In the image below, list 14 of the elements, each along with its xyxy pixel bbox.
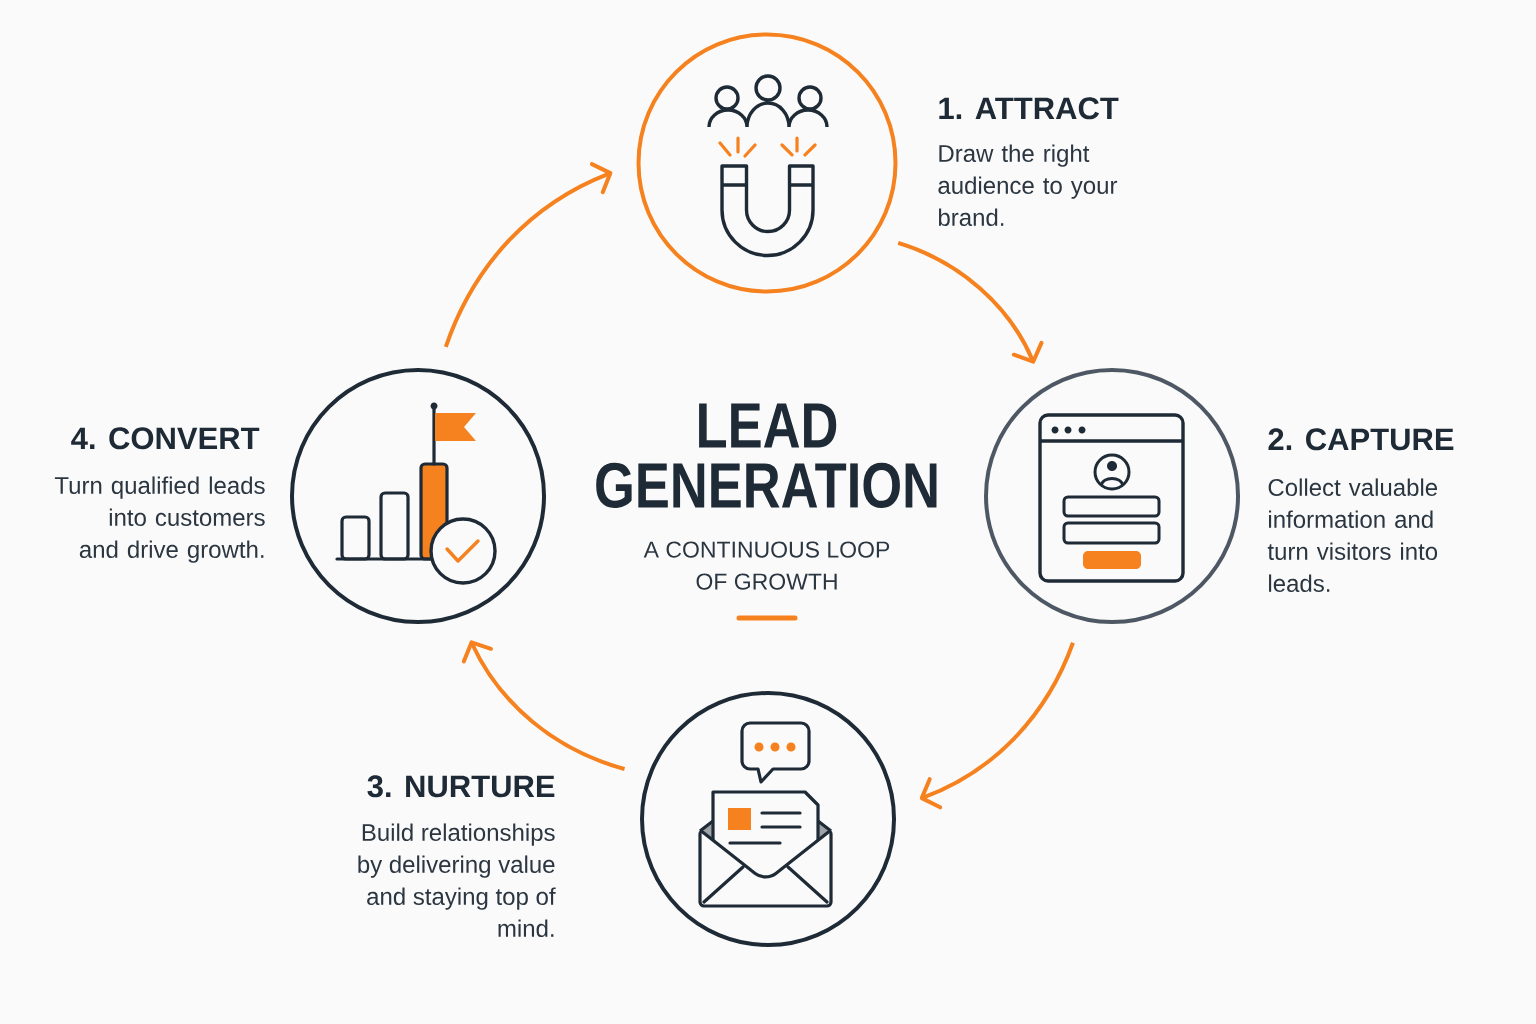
step-heading: 3. NURTURE xyxy=(367,775,555,798)
arrow xyxy=(461,640,626,771)
subtitle: A CONTINUOUS LOOP OF GROWTH xyxy=(643,541,890,590)
step-heading: 1. ATTRACT xyxy=(939,97,1119,120)
step-heading: 2. CAPTURE xyxy=(1268,428,1454,451)
step-heading: 4. CONVERT xyxy=(71,427,260,450)
arrow xyxy=(443,162,613,348)
arrow xyxy=(919,642,1075,810)
title: LEAD GENERATION xyxy=(596,403,937,509)
arrow xyxy=(897,241,1044,364)
step-description: Build relationships by delivering value and staying top of mind. xyxy=(358,823,556,937)
step-description: Turn qualified leads into customers and drive growth. xyxy=(54,476,265,563)
step-description: Draw the right audience to your brand. xyxy=(938,144,1118,226)
step-description: Collect valuable information and turn visitors into leads. xyxy=(1267,478,1438,592)
